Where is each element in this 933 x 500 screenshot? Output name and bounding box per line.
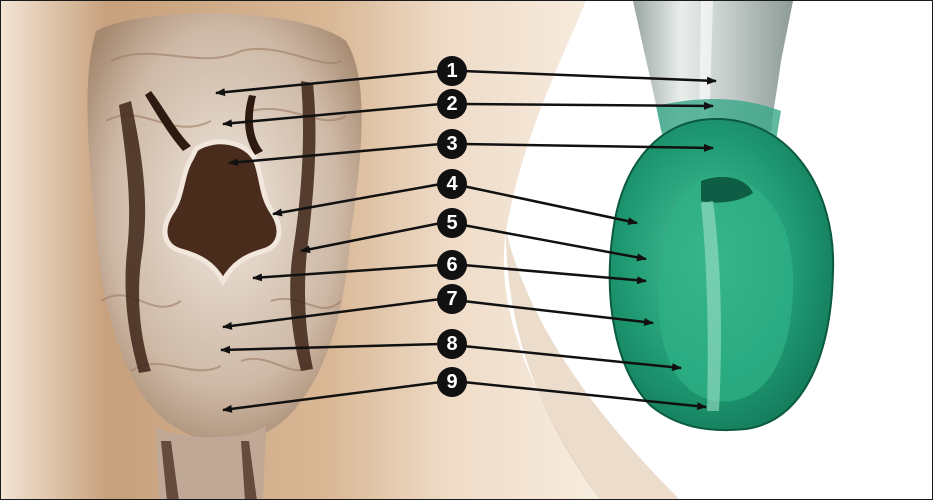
callout-badge-8: 8	[437, 329, 467, 359]
callout-badge-4: 4	[437, 169, 467, 199]
callout-badge-2: 2	[437, 89, 467, 119]
callout-badge-5: 5	[437, 208, 467, 238]
callout-badge-6: 6	[437, 250, 467, 280]
callout-badge-3: 3	[437, 129, 467, 159]
callout-badge-7: 7	[437, 284, 467, 314]
callout-badge-1: 1	[437, 56, 467, 86]
callout-badge-9: 9	[437, 367, 467, 397]
